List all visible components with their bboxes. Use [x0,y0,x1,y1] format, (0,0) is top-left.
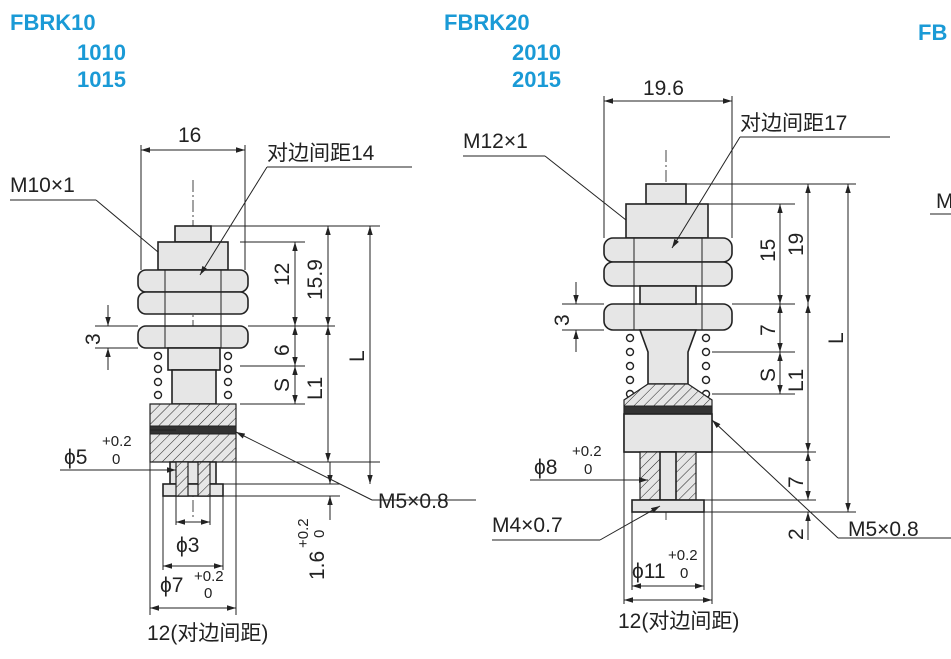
diagram-fbrk10: FBRK10 1010 1015 [10,10,476,645]
stem-2 [625,203,709,239]
label-bottom-2: 12(对边间距) [618,610,739,633]
label-across-flats-2: 对边间距17 [740,112,847,135]
variant-1-a: 1010 [77,40,126,65]
spring-left-1 [153,351,163,400]
label-thread-inner-2: M4×0.7 [492,514,563,537]
dim-L-2: L [825,332,848,344]
nut-2a [603,237,733,263]
top-cap-2 [645,183,687,205]
dim-phi5-tol-lo-1: 0 [112,451,120,468]
dim-phi8-2: ϕ8 [534,456,557,479]
dim-phi5-tol-up-1: +0.2 [102,433,132,450]
dim-phi5-1: ϕ5 [64,446,87,469]
dim-1-6-tol-up-1: +0.2 [295,518,312,548]
model-title-1: FBRK10 [10,10,96,35]
dim-19-2: 19 [785,233,808,256]
dim-15-9-1: 15.9 [304,259,327,300]
nut-2c [603,303,733,331]
nut-1b [137,291,249,315]
label-across-flats-1: 对边间距14 [267,142,375,165]
dim-L1-2: L1 [785,369,808,392]
lower-stem-1 [167,347,221,371]
dim-1-6-tol-lo-1: 0 [311,530,328,538]
variant-2-a: 2010 [512,40,561,65]
diagram-fbrk20: FBRK20 2010 2015 19.6 [444,10,951,633]
dim-phi11-2: ϕ11 [632,560,666,583]
dim-phi11-tol-up-2: +0.2 [668,547,698,564]
dim-top-width-1: 16 [178,124,201,147]
top-cap-1 [174,225,212,243]
model-title-3: FB [918,20,947,45]
dim-15-2: 15 [757,239,780,262]
pad-1 [162,483,224,497]
dim-phi3-1: ϕ3 [176,534,199,557]
dim-phi7-tol-up-1: +0.2 [194,568,224,585]
dim-L1-1: L1 [304,377,327,400]
nut-1a [137,269,249,293]
lower-stem-2 [638,329,698,385]
dim-phi7-1: ϕ7 [160,574,183,597]
label-thread-top-2: M12×1 [463,130,528,153]
label-thread-top-3: M [936,190,951,213]
plunger-1 [171,369,217,405]
variant-2-b: 2015 [512,67,561,92]
dim-3-1: 3 [82,333,105,345]
dim-2-2: 2 [785,528,808,540]
label-thread-side-1: M5×0.8 [378,490,449,513]
dim-12-1: 12 [271,263,294,286]
dim-top-width-2: 19.6 [643,77,684,100]
dim-phi11-tol-lo-2: 0 [680,565,688,582]
label-bottom-1: 12(对边间距) [147,622,268,645]
dim-phi7-tol-lo-1: 0 [204,585,212,602]
spring-right-2 [701,333,711,399]
spring-left-2 [625,333,635,399]
nut-1c [137,325,249,349]
pad-lip-2 [631,499,705,513]
ring-2 [623,405,713,415]
dim-S-2: S [757,368,780,382]
diagram-partial: FB M [918,20,951,215]
dim-phi8-tol-up-2: +0.2 [572,443,602,460]
variant-1-b: 1015 [77,67,126,92]
dim-S-1: S [271,378,294,392]
dim-7b-2: 7 [785,476,808,488]
label-thread-top-1: M10×1 [10,174,75,197]
spring-right-1 [223,351,233,400]
dim-L-1: L [346,350,369,362]
dim-3-2: 3 [551,314,574,326]
model-title-2: FBRK20 [444,10,530,35]
dim-phi8-tol-lo-2: 0 [584,461,592,478]
dim-7a-2: 7 [757,324,780,336]
dim-6-1: 6 [271,344,294,356]
nut-2b [603,261,733,287]
dim-1-6-1: 1.6 [306,551,329,580]
label-thread-side-2: M5×0.8 [848,518,919,541]
